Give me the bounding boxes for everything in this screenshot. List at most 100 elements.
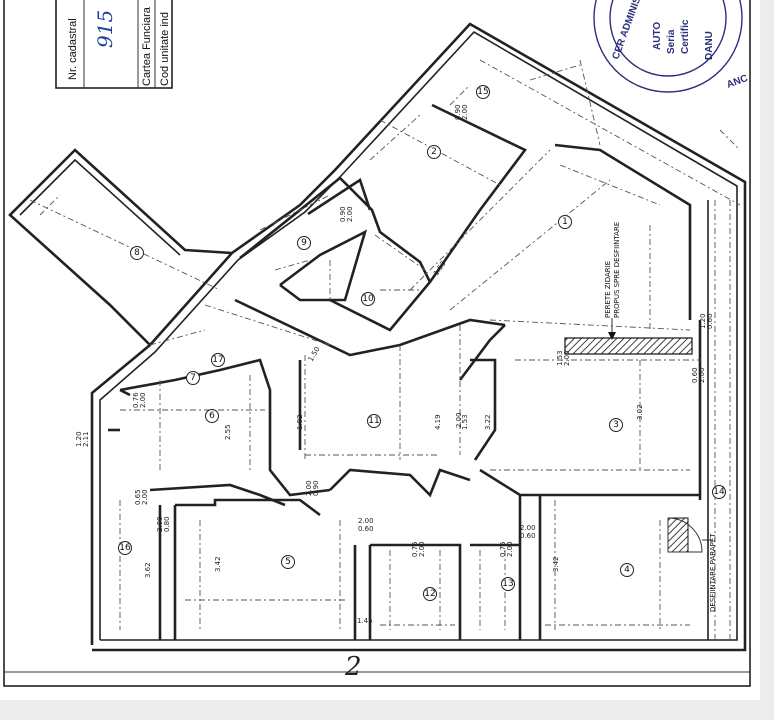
signature-mark: 2 <box>344 652 362 682</box>
svg-text:2.00: 2.00 <box>346 206 354 222</box>
svg-text:2: 2 <box>431 147 437 157</box>
svg-text:8: 8 <box>134 248 140 258</box>
svg-text:15: 15 <box>477 87 488 97</box>
svg-text:ANC: ANC <box>725 73 749 91</box>
room-marker-16: 16 <box>118 541 132 555</box>
svg-text:3.62: 3.62 <box>144 562 152 578</box>
svg-text:0.76: 0.76 <box>132 392 140 408</box>
svg-text:16: 16 <box>119 543 131 553</box>
room-marker-9: 9 <box>297 236 311 250</box>
outer-walls <box>8 22 747 652</box>
room-marker-11: 11 <box>367 414 381 428</box>
cadastral-value: 915 <box>93 10 117 48</box>
svg-text:2.00: 2.00 <box>305 480 313 496</box>
svg-text:0.75: 0.75 <box>499 541 507 557</box>
svg-text:0.65: 0.65 <box>134 489 142 505</box>
demolition-wall <box>564 337 693 355</box>
room-marker-4: 4 <box>620 563 634 577</box>
svg-text:2.00: 2.00 <box>563 350 571 366</box>
svg-text:2.55: 2.55 <box>224 424 232 440</box>
room-marker-14: 14 <box>712 485 726 499</box>
svg-text:Seria: Seria <box>666 29 677 54</box>
svg-text:0.90: 0.90 <box>312 480 320 496</box>
svg-text:5: 5 <box>285 557 291 567</box>
svg-text:CER ADMINIS: CER ADMINIS <box>610 0 643 61</box>
plan-sheet: Nr. cadastral 915 Cartea Funciara Cod un… <box>0 0 760 700</box>
room-marker-12: 12 <box>423 587 437 601</box>
svg-text:0.60: 0.60 <box>520 532 536 540</box>
floor-plan: Nr. cadastral 915 Cartea Funciara Cod un… <box>3 0 751 687</box>
svg-text:9: 9 <box>301 238 307 248</box>
svg-text:12: 12 <box>424 589 435 599</box>
room-marker-15: 15 <box>476 85 490 99</box>
svg-text:AUTO: AUTO <box>652 22 663 50</box>
room-markers: 1 2 3 4 5 6 7 8 9 10 11 12 13 14 15 16 1… <box>118 85 726 601</box>
svg-text:2.00: 2.00 <box>520 524 536 532</box>
sheet-frame <box>3 0 751 687</box>
svg-text:2.00: 2.00 <box>461 104 469 120</box>
wall-note-1: PERETE ZIDARIE <box>604 261 612 318</box>
svg-text:0.60: 0.60 <box>691 367 699 383</box>
svg-text:1.53: 1.53 <box>432 260 447 277</box>
svg-text:2.11: 2.11 <box>82 431 90 447</box>
wall-note-2: PROPUS SPRE DESFIINTARE <box>613 222 621 318</box>
svg-text:0.80: 0.80 <box>163 516 171 532</box>
svg-text:2.00: 2.00 <box>141 489 149 505</box>
svg-text:2.00: 2.00 <box>139 392 147 408</box>
svg-text:2.00: 2.00 <box>506 541 514 557</box>
svg-text:Certific: Certific <box>680 19 691 54</box>
svg-text:1: 1 <box>562 217 568 227</box>
room-marker-6: 6 <box>205 409 219 423</box>
room-marker-2: 2 <box>427 145 441 159</box>
room-marker-10: 10 <box>361 292 375 306</box>
svg-text:1.53: 1.53 <box>461 414 469 430</box>
svg-text:1.50: 1.50 <box>307 345 322 363</box>
svg-text:14: 14 <box>713 487 725 497</box>
svg-text:7: 7 <box>190 373 196 383</box>
room-marker-5: 5 <box>281 555 295 569</box>
room-marker-8: 8 <box>130 246 144 260</box>
svg-text:0.90: 0.90 <box>339 206 347 222</box>
dimension-texts: 1.53 2.00 1.53 2.00 1.53 0.90 2.00 0.75 … <box>75 104 714 625</box>
door-swing <box>667 517 703 553</box>
room-marker-1: 1 <box>558 215 572 229</box>
svg-text:1.45: 1.45 <box>357 617 373 625</box>
annotations: PERETE ZIDARIE PROPUS SPRE DESFIINTARE D… <box>604 222 717 612</box>
svg-text:1.92: 1.92 <box>296 414 304 430</box>
svg-text:17: 17 <box>212 355 223 365</box>
room-marker-3: 3 <box>609 418 623 432</box>
dimension-lines <box>29 59 741 640</box>
parapet-hatch <box>667 517 689 553</box>
svg-text:2.00: 2.00 <box>455 412 463 428</box>
svg-text:6: 6 <box>209 411 215 421</box>
svg-text:4.19: 4.19 <box>434 414 442 430</box>
svg-text:4: 4 <box>624 565 630 575</box>
svg-text:3.22: 3.22 <box>484 414 492 430</box>
parapet-note: DESFIINTARE PARAPET <box>709 533 717 612</box>
svg-text:DANU: DANU <box>704 31 715 60</box>
svg-text:0.60: 0.60 <box>706 313 714 329</box>
cod-unitate-label: Cod unitate ind <box>159 12 171 86</box>
svg-text:3: 3 <box>613 420 619 430</box>
svg-text:0.90: 0.90 <box>454 104 462 120</box>
svg-text:2.00: 2.00 <box>156 516 164 532</box>
svg-text:2.00: 2.00 <box>358 517 374 525</box>
room-marker-7: 7 <box>186 371 200 385</box>
svg-text:3.02: 3.02 <box>636 404 644 420</box>
svg-text:2.00: 2.00 <box>698 367 706 383</box>
svg-text:2.00: 2.00 <box>418 541 426 557</box>
svg-text:1.20: 1.20 <box>75 431 83 447</box>
svg-text:0.75: 0.75 <box>411 541 419 557</box>
official-stamp: CER ADMINIS AUTO Seria Certific DANU ANC <box>593 0 749 93</box>
svg-text:0.60: 0.60 <box>358 525 374 533</box>
cadastral-label: Nr. cadastral <box>67 18 79 80</box>
title-block: Nr. cadastral 915 Cartea Funciara Cod un… <box>55 0 173 89</box>
svg-text:11: 11 <box>368 416 379 426</box>
svg-text:1.53: 1.53 <box>556 350 564 366</box>
room-marker-17: 17 <box>211 353 225 367</box>
room-marker-13: 13 <box>501 577 515 591</box>
svg-text:1.20: 1.20 <box>699 313 707 329</box>
svg-text:3.42: 3.42 <box>214 556 222 572</box>
carte-funciara-label: Cartea Funciara <box>141 6 153 86</box>
inner-walls <box>108 103 702 640</box>
